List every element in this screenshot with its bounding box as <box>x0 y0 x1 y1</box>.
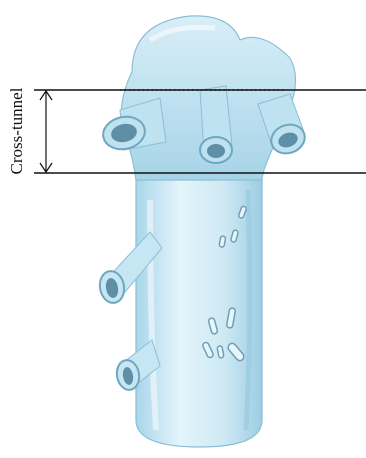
center-branch <box>200 86 232 163</box>
measure-label: Cross-tunnel <box>7 87 26 174</box>
